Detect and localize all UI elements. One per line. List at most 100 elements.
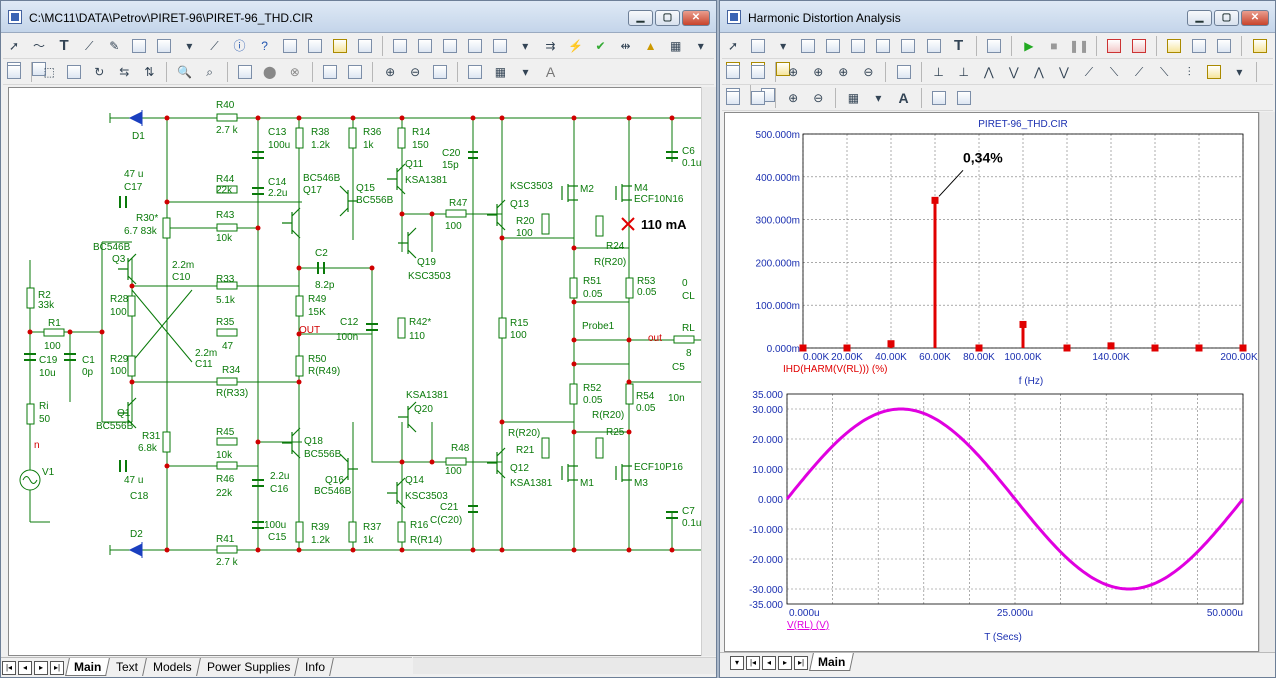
grid-size-icon[interactable]: ▦ bbox=[670, 39, 682, 53]
power-icon[interactable]: ⚡ bbox=[567, 39, 583, 53]
analysis-vertical-scrollbar[interactable] bbox=[1259, 112, 1275, 652]
dropdown-arrow-icon[interactable]: ▾ bbox=[186, 39, 193, 53]
find-icon[interactable]: 🔍 bbox=[177, 65, 192, 79]
first-tab-button[interactable]: |◂ bbox=[2, 661, 16, 675]
stack-icon[interactable] bbox=[1164, 36, 1184, 56]
dropdown-arrow-icon[interactable]: ▾ bbox=[522, 39, 529, 53]
pin-connections-icon[interactable] bbox=[465, 36, 485, 56]
minus-icon[interactable] bbox=[723, 62, 743, 82]
help-icon[interactable]: ? bbox=[261, 39, 268, 53]
paste-icon[interactable] bbox=[954, 88, 974, 108]
copy-icon[interactable] bbox=[929, 88, 949, 108]
select-arrow-icon[interactable]: ➚ bbox=[8, 39, 20, 53]
layout-icon[interactable]: ▦ bbox=[494, 65, 507, 79]
prev-tab-button[interactable]: ◂ bbox=[18, 661, 32, 675]
minimize-button[interactable]: ▁ bbox=[1187, 10, 1212, 26]
frame-icon[interactable] bbox=[1189, 36, 1209, 56]
zoom-y-icon[interactable]: ⊕ bbox=[813, 65, 824, 79]
harmonic-titlebar[interactable]: Harmonic Distortion Analysis ▁ ▢ ✕ bbox=[720, 1, 1275, 33]
warning-icon[interactable]: ▲ bbox=[644, 39, 657, 53]
first-tab-button[interactable]: |◂ bbox=[746, 656, 760, 670]
copy-icon[interactable] bbox=[1204, 62, 1224, 82]
stop-icon[interactable]: ⬤ bbox=[263, 65, 277, 79]
tab-models[interactable]: Models bbox=[145, 658, 201, 676]
peak-icon[interactable]: ⊥ bbox=[933, 65, 944, 79]
print-icon[interactable] bbox=[465, 62, 485, 82]
zoom-in-icon[interactable]: ⊕ bbox=[838, 65, 849, 79]
last-tab-button[interactable]: ▸| bbox=[50, 661, 64, 675]
probe-icon[interactable]: ⟋ bbox=[210, 39, 219, 53]
page-setup-icon[interactable] bbox=[29, 59, 49, 79]
zoom-x-icon[interactable]: ⊕ bbox=[788, 65, 799, 79]
attribute-text-icon[interactable] bbox=[415, 36, 435, 56]
inflection-icon[interactable]: ⋀ bbox=[1033, 65, 1044, 79]
prev-simulation-icon[interactable]: ⟍ bbox=[1159, 65, 1169, 79]
fit-icon[interactable] bbox=[723, 88, 743, 108]
dropdown-arrow-icon[interactable]: ▾ bbox=[1236, 65, 1243, 79]
tab-power-supplies[interactable]: Power Supplies bbox=[199, 658, 300, 676]
close-button[interactable]: ✕ bbox=[682, 10, 710, 26]
dropdown-arrow-icon[interactable]: ▾ bbox=[697, 39, 704, 53]
paste-icon[interactable] bbox=[345, 62, 365, 82]
globe-icon[interactable] bbox=[280, 36, 300, 56]
component-icon[interactable] bbox=[748, 36, 768, 56]
plus-icon[interactable] bbox=[748, 62, 768, 82]
close-button[interactable]: ✕ bbox=[1241, 10, 1269, 26]
fit-2-icon[interactable] bbox=[748, 88, 768, 108]
mirror-icon[interactable]: ⇆ bbox=[119, 65, 130, 79]
zoom-region-icon[interactable] bbox=[823, 36, 843, 56]
branch-icon[interactable]: ⫶ bbox=[1187, 65, 1191, 79]
pause-icon[interactable]: ❚❚ bbox=[1068, 39, 1090, 53]
calculator-icon[interactable] bbox=[235, 62, 255, 82]
select-arrow-icon[interactable]: ➚ bbox=[727, 39, 739, 53]
layout-4-icon[interactable] bbox=[773, 59, 793, 79]
flip-icon[interactable]: ⇅ bbox=[144, 65, 155, 79]
prev-tab-button[interactable]: ◂ bbox=[762, 656, 776, 670]
layout-1-icon[interactable] bbox=[1250, 36, 1270, 56]
scale-icon[interactable] bbox=[798, 36, 818, 56]
grid-dots-icon[interactable] bbox=[490, 36, 510, 56]
rotate-icon[interactable]: ↻ bbox=[94, 65, 105, 79]
wire-icon[interactable]: 〜 bbox=[33, 39, 46, 53]
formula-icon[interactable] bbox=[924, 36, 944, 56]
current-arrows-icon[interactable]: ⇉ bbox=[545, 39, 556, 53]
check-icon[interactable]: ✔ bbox=[595, 39, 606, 53]
copy-icon[interactable] bbox=[320, 62, 340, 82]
zoom-out-icon[interactable]: ⊖ bbox=[863, 65, 874, 79]
tag-icon[interactable] bbox=[898, 36, 918, 56]
grid-icon[interactable] bbox=[305, 36, 325, 56]
zoom-out-icon[interactable]: ⊖ bbox=[813, 91, 824, 105]
zoom-fit-icon[interactable] bbox=[430, 62, 450, 82]
last-tab-button[interactable]: ▸| bbox=[794, 656, 808, 670]
valley-icon[interactable]: ⊥ bbox=[958, 65, 969, 79]
dropdown-arrow-icon[interactable]: ▾ bbox=[875, 91, 882, 105]
layout-icon[interactable]: ▦ bbox=[847, 91, 860, 105]
tab-main[interactable]: Main bbox=[809, 653, 855, 671]
pin-markers-icon[interactable]: ⇹ bbox=[620, 39, 631, 53]
schematic-vertical-scrollbar[interactable] bbox=[701, 87, 716, 656]
font-icon[interactable]: A bbox=[545, 64, 556, 80]
properties-icon[interactable] bbox=[984, 36, 1004, 56]
zoom-in-icon[interactable]: ⊕ bbox=[788, 91, 799, 105]
pen-tool-icon[interactable]: ✎ bbox=[109, 39, 120, 53]
minimize-button[interactable]: ▁ bbox=[628, 10, 653, 26]
next-simulation-icon[interactable]: ⟋ bbox=[1134, 65, 1144, 79]
binoculars-icon[interactable]: ⌕ bbox=[206, 65, 213, 79]
cursor-mode-2-icon[interactable] bbox=[1129, 36, 1149, 56]
high-icon[interactable]: ⋀ bbox=[983, 65, 994, 79]
dropdown-arrow-icon[interactable]: ▾ bbox=[522, 65, 529, 79]
schematic-titlebar[interactable]: C:\MC11\DATA\Petrov\PIRET-96\PIRET-96_TH… bbox=[1, 1, 716, 33]
tab-info[interactable]: Info bbox=[297, 658, 335, 676]
info-icon[interactable]: ⓘ bbox=[233, 39, 246, 53]
cursor-mode-icon[interactable] bbox=[1104, 36, 1124, 56]
run-icon[interactable]: ▶ bbox=[1024, 39, 1034, 53]
graph-icon[interactable] bbox=[873, 36, 893, 56]
text-tool-icon[interactable]: T bbox=[953, 37, 964, 54]
select-region-icon[interactable]: ⬚ bbox=[43, 65, 55, 79]
maximize-button[interactable]: ▢ bbox=[1214, 10, 1239, 26]
node-voltages-icon[interactable] bbox=[440, 36, 460, 56]
zoom-out-icon[interactable]: ⊖ bbox=[410, 65, 421, 79]
tab-text[interactable]: Text bbox=[108, 658, 148, 676]
maximize-button[interactable]: ▢ bbox=[655, 10, 680, 26]
